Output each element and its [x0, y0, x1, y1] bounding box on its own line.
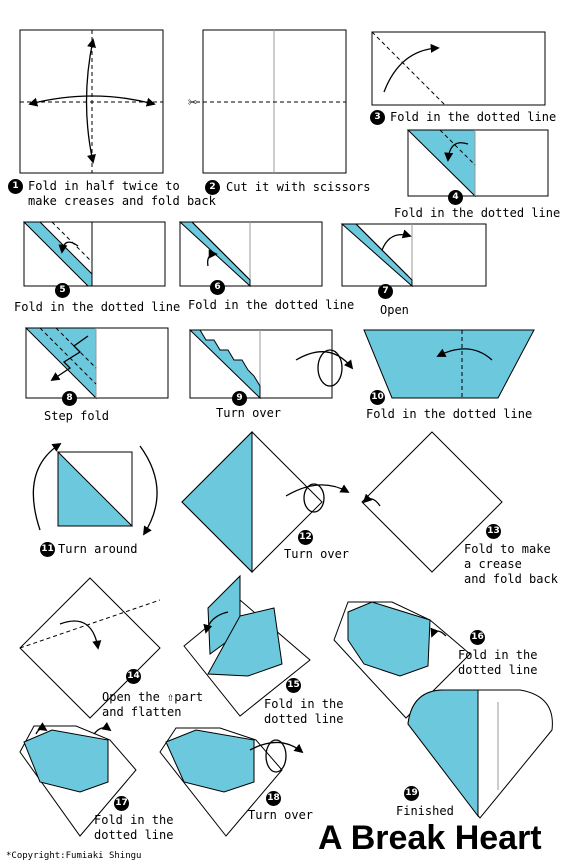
step-3-number: 3	[370, 110, 385, 125]
step-3-figure	[371, 31, 546, 106]
step-11-caption: Turn around	[58, 542, 138, 556]
step-8-number: 8	[62, 391, 77, 406]
step-9-number: 9	[232, 391, 247, 406]
step-1-number: 1	[8, 179, 23, 194]
step-15-figure	[183, 574, 311, 717]
step-18-caption: Turn over	[248, 808, 314, 822]
step-7-number: 7	[378, 284, 393, 299]
step-13-caption: Fold to make a crease and fold back	[464, 542, 558, 586]
step-5-caption: Fold in the dotted line	[14, 300, 181, 314]
step-16-number: 16	[470, 630, 485, 645]
step-12-figure	[181, 430, 350, 574]
step-13-number: 13	[486, 524, 501, 539]
step-3-caption: Fold in the dotted line	[390, 110, 557, 124]
svg-text:✂: ✂	[188, 96, 197, 109]
step-12-caption: Turn over	[284, 547, 350, 561]
copyright-notice: *Copyright:Fumiaki Shingu	[6, 851, 142, 861]
step-19-caption: Finished	[396, 804, 454, 818]
step-8-figure	[24, 327, 169, 400]
step-10-figure	[363, 329, 535, 399]
step-17-caption: Fold in the dotted line	[94, 813, 174, 842]
step-11-figure	[32, 443, 158, 536]
step-19-number: 19	[404, 786, 419, 801]
step-12-number: 12	[298, 530, 313, 545]
step-1-caption: Fold in half twice to make creases and f…	[28, 179, 216, 208]
step-6-caption: Fold in the dotted line	[188, 298, 355, 312]
step-18-number: 18	[266, 791, 281, 806]
step-9-figure	[188, 329, 354, 400]
step-14-number: 14	[126, 669, 141, 684]
page-title: A Break Heart	[318, 819, 542, 857]
step-17-figure	[19, 721, 137, 837]
step-6-number: 6	[210, 280, 225, 295]
step-8-caption: Step fold	[44, 409, 110, 423]
step-18-figure	[159, 727, 304, 837]
step-14-caption: Open the ⇧part and flatten	[102, 690, 204, 719]
step-10-caption: Fold in the dotted line	[366, 407, 533, 421]
step-2-figure: ✂	[188, 29, 347, 174]
step-7-figure	[340, 223, 487, 288]
step-2-number: 2	[205, 180, 220, 195]
step-4-number: 4	[448, 190, 463, 205]
step-5-figure	[22, 221, 166, 287]
step-16-caption: Fold in the dotted line	[458, 648, 538, 677]
step-1-figure	[19, 29, 164, 174]
step-19-figure	[407, 689, 553, 819]
step-13-figure	[361, 431, 503, 573]
step-11-number: 11	[40, 542, 55, 557]
step-7-caption: Open	[380, 303, 409, 317]
step-14-figure	[19, 577, 161, 719]
step-9-caption: Turn over	[216, 406, 282, 420]
step-4-caption: Fold in the dotted line	[394, 206, 561, 220]
step-15-caption: Fold in the dotted line	[264, 697, 344, 726]
step-4-figure	[406, 129, 549, 198]
step-2-caption: Cut it with scissors	[226, 180, 371, 194]
step-5-number: 5	[55, 283, 70, 298]
step-17-number: 17	[114, 796, 129, 811]
step-6-figure	[178, 221, 323, 288]
step-16-figure	[333, 601, 471, 719]
step-15-number: 15	[286, 678, 301, 693]
step-10-number: 10	[370, 390, 385, 405]
